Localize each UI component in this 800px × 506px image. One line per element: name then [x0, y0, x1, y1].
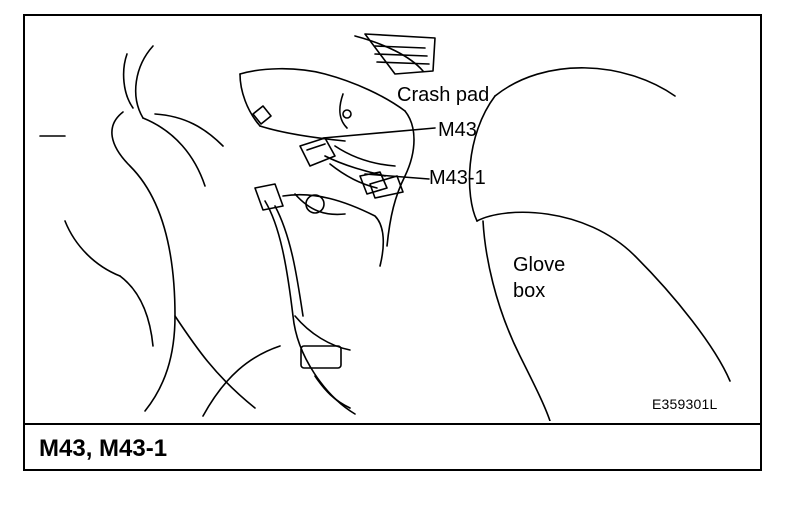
steering-column-outline [39, 45, 281, 417]
figure-frame: Crash pad M43 M43-1 Glove box E359301L M… [23, 14, 762, 471]
glove-box-callout: Glove box [513, 252, 565, 304]
figure-code: E359301L [652, 396, 718, 412]
crash-pad-outline [239, 33, 436, 247]
figure-caption: M43, M43-1 [39, 435, 168, 462]
m43-1-callout: M43-1 [429, 167, 486, 189]
center-console-outline [264, 200, 356, 415]
callout-leader-lines [322, 127, 436, 180]
glove-box-callout-line2: box [513, 280, 546, 302]
glove-box-callout-line1: Glove [513, 254, 566, 276]
glove-box-outline [468, 67, 731, 421]
crash-pad-callout: Crash pad [397, 84, 490, 106]
dashboard-line-drawing [39, 33, 731, 421]
m43-callout: M43 [438, 119, 477, 141]
caption-divider [25, 423, 760, 425]
harness-connectors [252, 93, 404, 267]
